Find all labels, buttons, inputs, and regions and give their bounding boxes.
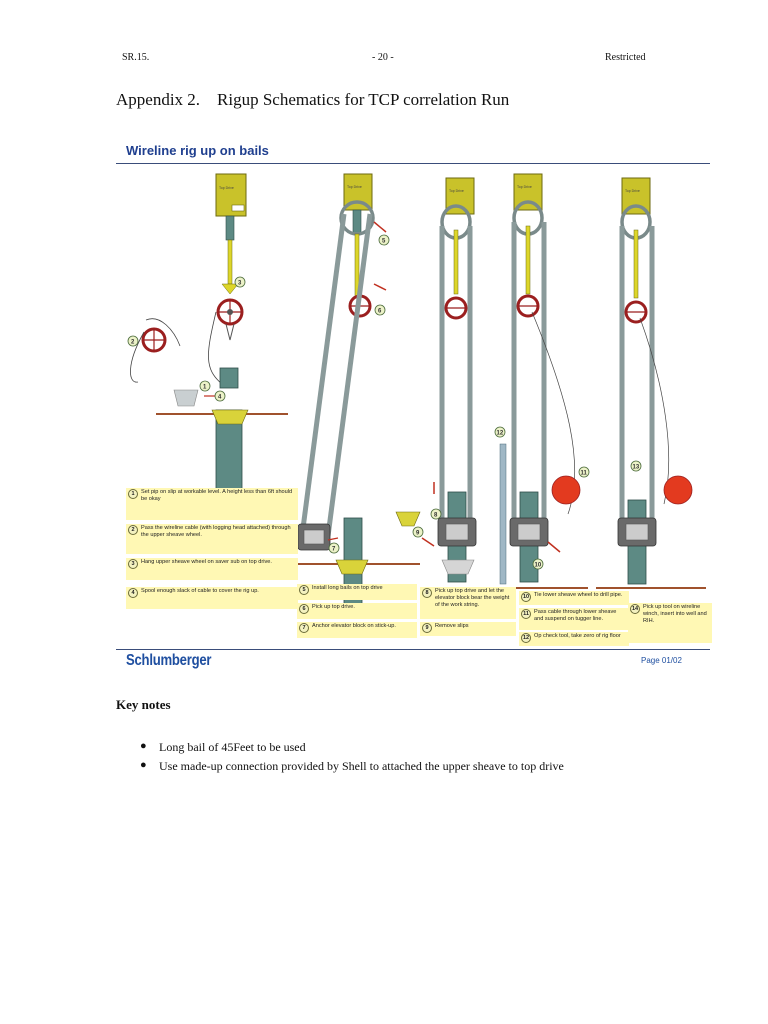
step-note: 11 Pass cable through lower sheave and s… [519, 608, 629, 630]
step-badge: 4 [128, 588, 138, 598]
step-text: Hang upper sheave wheel on saver sub on … [141, 559, 272, 565]
bullet-icon: ● [140, 740, 147, 752]
step-text: Op check tool, take zero of rig floor [534, 633, 621, 639]
header-page-number: - 20 - [372, 52, 394, 63]
schematic-bottom-rule [116, 649, 710, 650]
step-text: Remove slips [435, 623, 469, 629]
step-marker: 12 [494, 426, 506, 438]
step-marker: 2 [127, 335, 139, 347]
step-badge: 3 [128, 559, 138, 569]
step-marker: 9 [412, 526, 424, 538]
step-badge: 8 [422, 588, 432, 598]
step-note: 7 Anchor elevator block on stick-up. [297, 622, 417, 638]
step-marker: 3 [234, 276, 246, 288]
step-note: 2 Pass the wireline cable (with logging … [126, 524, 298, 554]
step-note: 3 Hang upper sheave wheel on saver sub o… [126, 558, 298, 580]
step-marker: 6 [374, 304, 386, 316]
step-note: 10 Tie lower sheave wheel to drill pipe. [519, 591, 629, 605]
step-marker: 10 [532, 558, 544, 570]
step-text: Pick up top drive and let the elevator b… [435, 588, 510, 609]
schlumberger-logo: Schlumberger [126, 652, 212, 669]
stage-5: Top Drive [596, 177, 706, 589]
svg-text:5: 5 [382, 239, 386, 245]
step-badge: 1 [128, 489, 138, 499]
top-drive [215, 173, 247, 217]
schematic-title: Wireline rig up on bails [126, 143, 269, 158]
bail-right [325, 213, 373, 537]
step-marker: 13 [630, 460, 642, 472]
step-marker: 11 [578, 466, 590, 478]
stage-1: Top Drive [130, 173, 288, 491]
schematic-top-rule [116, 163, 710, 164]
svg-text:12: 12 [497, 431, 504, 437]
svg-text:10: 10 [535, 563, 542, 569]
step-badge: 12 [521, 633, 531, 643]
step-text: Spool enough slack of cable to cover the… [141, 588, 259, 594]
step-marker: 7 [328, 542, 340, 554]
step-markers: 1 2 3 4 5 6 7 8 9 10 11 12 13 [127, 234, 642, 570]
svg-text:1: 1 [203, 385, 207, 391]
step-badge: 9 [422, 623, 432, 633]
step-text: Pick up tool on wireline winch, insert i… [643, 604, 707, 625]
svg-text:2: 2 [131, 340, 135, 346]
step-marker: 5 [378, 234, 390, 246]
key-note-text: Long bail of 45Feet to be used [159, 740, 306, 754]
top-drive-label: Top Drive [449, 189, 464, 193]
step-note: 8 Pick up top drive and let the elevator… [420, 587, 516, 619]
step-note: 12 Op check tool, take zero of rig floor [519, 632, 629, 646]
svg-text:6: 6 [378, 309, 382, 315]
step-note: 5 Install long bails on top drive [297, 584, 417, 600]
step-badge: 11 [521, 609, 531, 619]
step-note: 1 Set pip on slip at workable level. A h… [126, 488, 298, 520]
step-marker: 8 [430, 508, 442, 520]
step-badge: 2 [128, 525, 138, 535]
step-note: 4 Spool enough slack of cable to cover t… [126, 587, 298, 609]
top-drive-label: Top Drive [347, 185, 362, 189]
step-badge: 14 [630, 604, 640, 614]
step-badge: 7 [299, 623, 309, 633]
svg-text:3: 3 [238, 281, 242, 287]
key-note-text: Use made-up connection provided by Shell… [159, 759, 564, 773]
svg-text:4: 4 [218, 395, 222, 401]
step-badge: 10 [521, 592, 531, 602]
header-classification: Restricted [605, 52, 646, 63]
svg-text:11: 11 [581, 471, 588, 477]
svg-text:13: 13 [633, 465, 640, 471]
stage-4: Top Drive [486, 173, 588, 589]
header-doc-id: SR.15. [122, 52, 150, 63]
top-drive-label: Top Drive [219, 186, 234, 190]
step-text: Set pip on slip at workable level. A hei… [141, 489, 293, 503]
step-text: Anchor elevator block on stick-up. [312, 623, 396, 629]
step-text: Pass cable through lower sheave and susp… [534, 609, 617, 623]
svg-text:8: 8 [434, 513, 438, 519]
appendix-title: Appendix 2. Rigup Schematics for TCP cor… [116, 90, 510, 109]
top-drive-label: Top Drive [625, 189, 640, 193]
step-note: 14 Pick up tool on wireline winch, inser… [628, 603, 712, 643]
schematic-page-number: Page 01/02 [641, 656, 682, 665]
step-note: 9 Remove slips [420, 622, 516, 636]
step-text: Install long bails on top drive [312, 585, 383, 591]
step-note: 6 Pick up top drive. [297, 603, 417, 619]
step-marker: 4 [214, 390, 226, 402]
svg-text:7: 7 [332, 547, 336, 553]
step-marker: 1 [199, 380, 211, 392]
svg-text:9: 9 [416, 531, 420, 537]
step-badge: 6 [299, 604, 309, 614]
key-notes-heading: Key notes [116, 697, 171, 712]
step-text: Tie lower sheave wheel to drill pipe. [534, 592, 623, 598]
stage-3: Top Drive [395, 177, 477, 583]
step-text: Pass the wireline cable (with logging he… [141, 525, 291, 539]
step-badge: 5 [299, 585, 309, 595]
stage-2: Top Drive [292, 173, 420, 615]
step-text: Pick up top drive. [312, 604, 355, 610]
top-drive-label: Top Drive [517, 185, 532, 189]
bullet-icon: ● [140, 759, 147, 771]
bail-left [299, 213, 347, 537]
